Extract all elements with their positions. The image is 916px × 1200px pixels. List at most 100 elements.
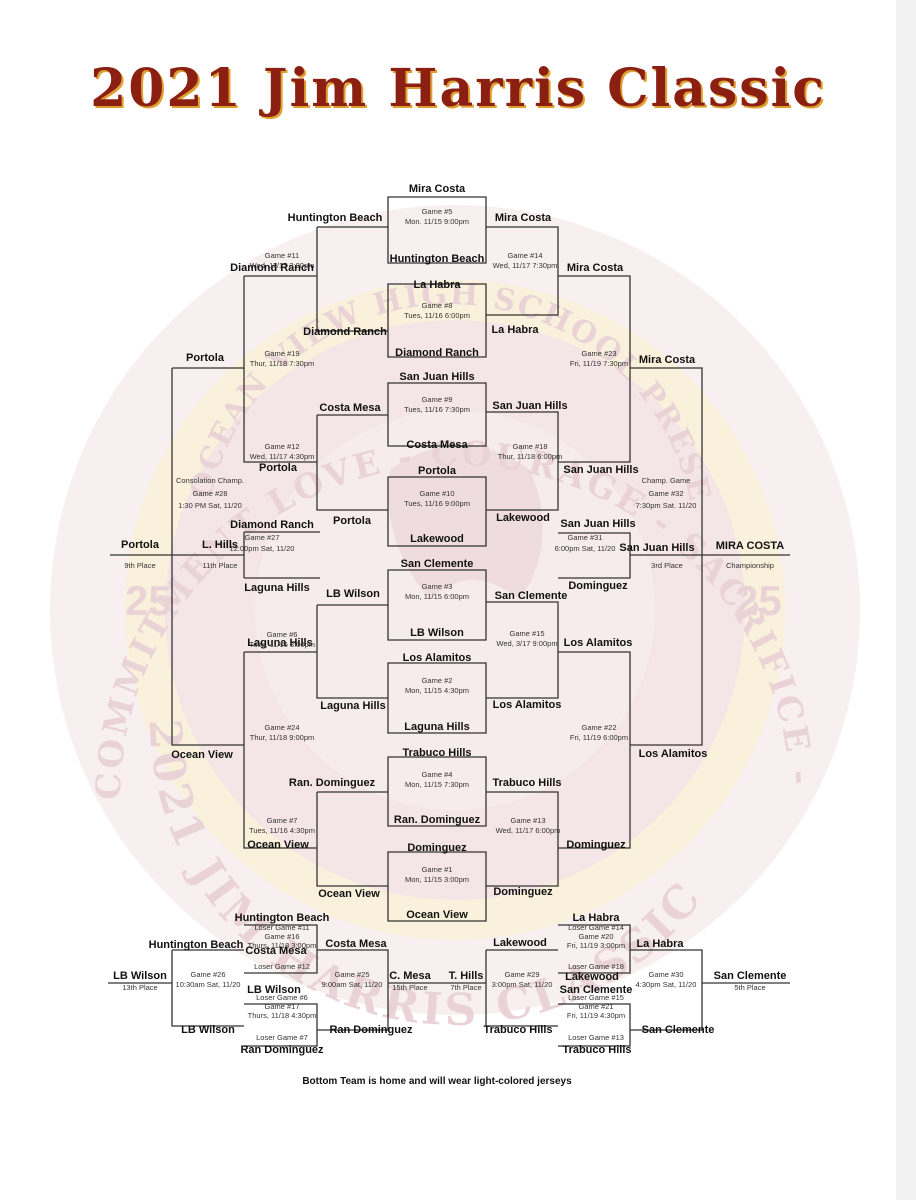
- game-info: Game #21: [578, 1002, 613, 1011]
- game-info: Game #27: [244, 533, 279, 542]
- game-info: Loser Game #7: [256, 1033, 308, 1042]
- bracket-line: [172, 532, 245, 578]
- game-info: 12:00pm Sat, 11/20: [230, 544, 295, 553]
- game-info: Thurs, 11/18 4:30pm: [248, 1011, 317, 1020]
- game-info: Consolation Champ.: [176, 476, 244, 485]
- team-label: Lakewood: [565, 971, 619, 983]
- game-info: Game #19: [264, 349, 299, 358]
- bracket-lines: [108, 196, 790, 1047]
- team-label: Trabuco Hills: [562, 1044, 631, 1056]
- bracket-line: [171, 949, 244, 1027]
- game-info: Game #24: [264, 723, 299, 732]
- team-label: Lakewood: [496, 512, 550, 524]
- game-info: Mon, 11/15 7:30pm: [405, 780, 469, 789]
- game-info: Game #32: [648, 489, 683, 498]
- game-info: Game #8: [422, 301, 453, 310]
- game-info: Game #10: [419, 489, 454, 498]
- team-label: Diamond Ranch: [230, 262, 314, 274]
- game-info: Game #22: [581, 723, 616, 732]
- game-info: Mon, 11/15 3:00pm: [405, 875, 469, 884]
- team-label: Costa Mesa: [319, 402, 381, 414]
- team-label: Portola: [259, 462, 298, 474]
- team-label: Dominguez: [493, 886, 553, 898]
- game-info: Game #14: [507, 251, 542, 260]
- game-info: Game #6: [267, 630, 298, 639]
- bracket-line: [558, 275, 631, 463]
- game-info: Game #1: [422, 865, 453, 874]
- scrollbar-track[interactable]: [896, 0, 916, 1200]
- team-label: Laguna Hills: [404, 721, 469, 733]
- team-label: Laguna Hills: [244, 582, 309, 594]
- game-info: Game #18: [512, 442, 547, 451]
- bracket-line: [486, 791, 559, 887]
- bracket-line: [558, 651, 631, 849]
- game-info: Game #29: [504, 970, 539, 979]
- team-label: LB Wilson: [181, 1024, 235, 1036]
- game-info: Loser Game #13: [568, 1033, 624, 1042]
- bracket-line: [244, 924, 318, 974]
- game-info: Thur, 11/18 7:30pm: [250, 359, 315, 368]
- game-info: Game #12: [264, 442, 299, 451]
- team-label: Los Alamitos: [403, 652, 472, 664]
- team-label: Los Alamitos: [639, 748, 708, 760]
- game-info: Game #11: [265, 251, 299, 260]
- team-label: La Habra: [491, 324, 539, 336]
- team-label: La Habra: [413, 279, 461, 291]
- place-label: 15th Place: [392, 983, 427, 992]
- team-label: Trabuco Hills: [492, 777, 561, 789]
- game-info: 7:30pm Sat. 11/20: [636, 501, 697, 510]
- bracket-line: [387, 851, 487, 922]
- team-label: Ocean View: [406, 909, 468, 921]
- team-label: Mira Costa: [639, 354, 696, 366]
- game-info: Tues, 11/16 3:00pm: [249, 640, 315, 649]
- team-label: Ran. Dominguez: [394, 814, 481, 826]
- team-label: LB Wilson: [113, 970, 167, 982]
- game-info: Game #16: [264, 932, 299, 941]
- team-label: Portola: [186, 352, 225, 364]
- team-label: Mira Costa: [567, 262, 624, 274]
- team-label: Ocean View: [171, 749, 233, 761]
- team-label: Lakewood: [410, 533, 464, 545]
- team-label: San Clemente: [642, 1024, 715, 1036]
- game-info: Game #26: [190, 970, 225, 979]
- team-label: LB Wilson: [410, 627, 464, 639]
- game-info: Thur, 11/18 6:00pm: [498, 452, 563, 461]
- game-info: Game #15: [509, 629, 544, 638]
- game-info: Game #7: [267, 816, 298, 825]
- team-label: San Juan Hills: [619, 542, 694, 554]
- team-label: Ran Dominguez: [329, 1024, 413, 1036]
- team-label: San Clemente: [714, 970, 787, 982]
- bracket-line: [485, 949, 558, 1027]
- game-info: Tues, 11/16 4:30pm: [249, 826, 315, 835]
- place-label: 7th Place: [450, 983, 481, 992]
- bracket-line: [316, 604, 388, 699]
- bracket-line: [243, 651, 317, 849]
- team-label: Dominguez: [407, 842, 467, 854]
- bracket-line: [316, 791, 388, 887]
- game-info: Wed, 11/17 4:30pm: [250, 452, 315, 461]
- team-label: C. Mesa: [389, 970, 431, 982]
- game-info: Game #3: [422, 582, 453, 591]
- team-label: Laguna Hills: [247, 637, 312, 649]
- bracket-line: [171, 367, 244, 746]
- team-label: San Juan Hills: [492, 400, 567, 412]
- team-label: Ran. Dominguez: [289, 777, 376, 789]
- game-info: Wed, 11/17 7:30pm: [493, 261, 558, 270]
- team-label: Los Alamitos: [493, 699, 562, 711]
- game-info: 9:00am Sat, 11/20: [322, 980, 383, 989]
- bracket-line: [316, 226, 388, 332]
- bracket-line: [486, 601, 559, 699]
- team-label: Huntington Beach: [288, 212, 383, 224]
- team-label: San Juan Hills: [563, 464, 638, 476]
- bracket-line: [558, 1003, 631, 1047]
- bracket-line: [387, 569, 487, 641]
- place-label: 9th Place: [124, 561, 155, 570]
- game-info: Game #25: [334, 970, 369, 979]
- game-info: Loser Game #15: [568, 993, 624, 1002]
- place-label: 13th Place: [122, 983, 157, 992]
- team-label: L. Hills: [202, 539, 238, 551]
- team-label: Portola: [333, 515, 372, 527]
- bracket-line: [317, 949, 389, 1031]
